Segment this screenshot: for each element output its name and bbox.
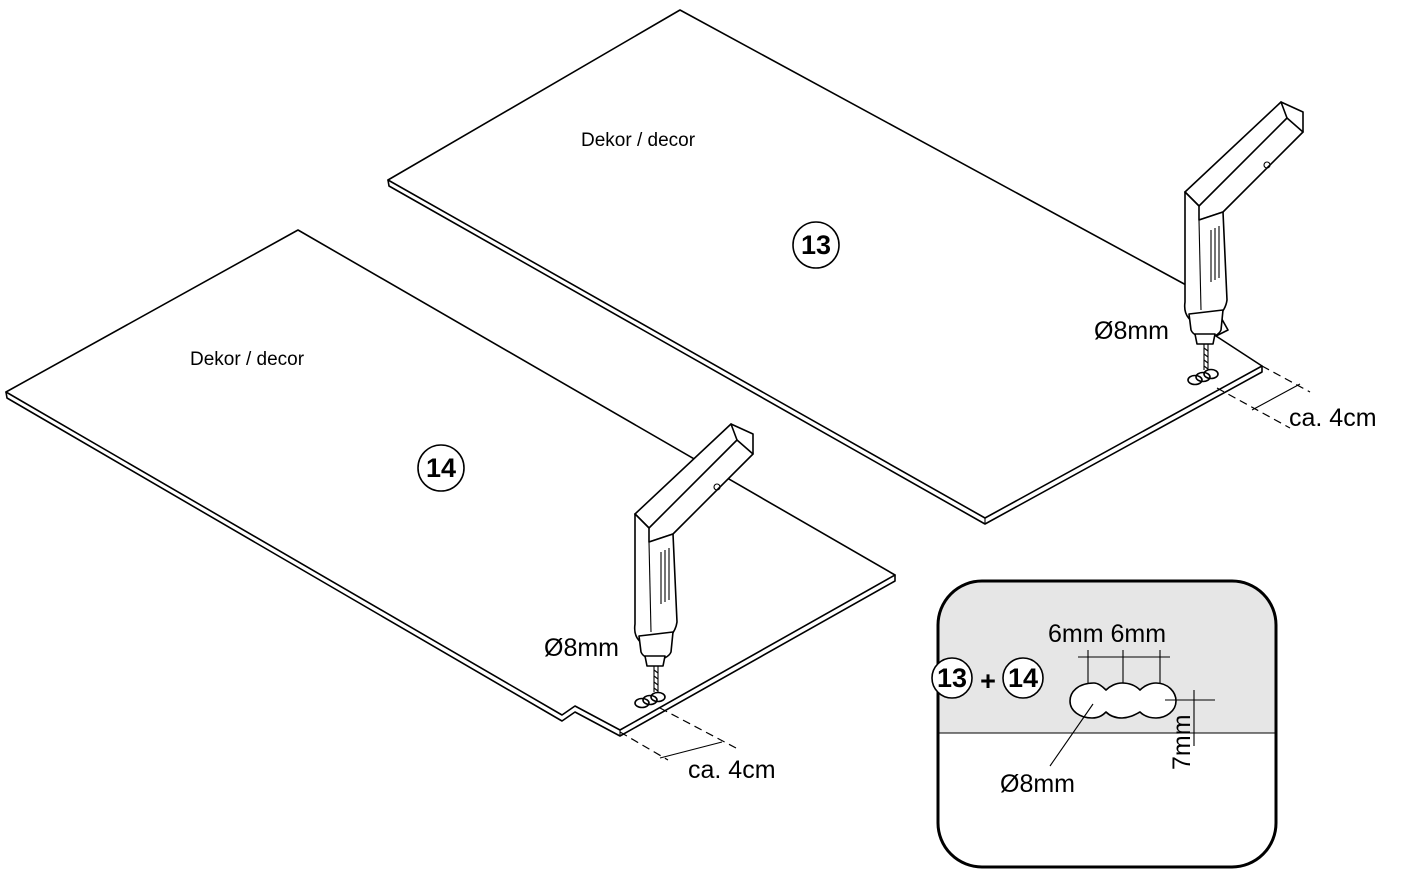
distance-label: ca. 4cm	[1289, 404, 1377, 432]
decor-label: Dekor / decor	[581, 130, 696, 151]
hole-pattern	[634, 691, 666, 709]
drill-diameter-label: Ø8mm	[544, 634, 619, 662]
hole-pattern	[1187, 368, 1219, 386]
drill-diameter-label: Ø8mm	[1094, 317, 1169, 345]
part-number-13: 13	[792, 221, 840, 269]
part-number-text: 13	[801, 230, 831, 260]
drill-icon	[1183, 101, 1304, 371]
spacing-label: 6mm 6mm	[1048, 620, 1166, 648]
panel-14	[5, 229, 896, 737]
part-number-14: 14	[417, 444, 465, 492]
distance-label: ca. 4cm	[688, 756, 776, 784]
detail-part-a: 13	[937, 663, 967, 693]
detail-box: 13 + 14 6mm 6mm 7mm Ø8mm	[931, 579, 1278, 869]
decor-label: Dekor / decor	[190, 349, 305, 370]
depth-label: 7mm	[1168, 714, 1196, 770]
drill-icon	[633, 423, 754, 693]
part-number-text: 14	[426, 453, 456, 483]
dimension-13	[1216, 365, 1311, 429]
detail-diameter-label: Ø8mm	[1000, 770, 1075, 798]
detail-part-b: 14	[1008, 663, 1038, 693]
dimension-14	[619, 707, 737, 761]
detail-plus: +	[980, 666, 996, 696]
